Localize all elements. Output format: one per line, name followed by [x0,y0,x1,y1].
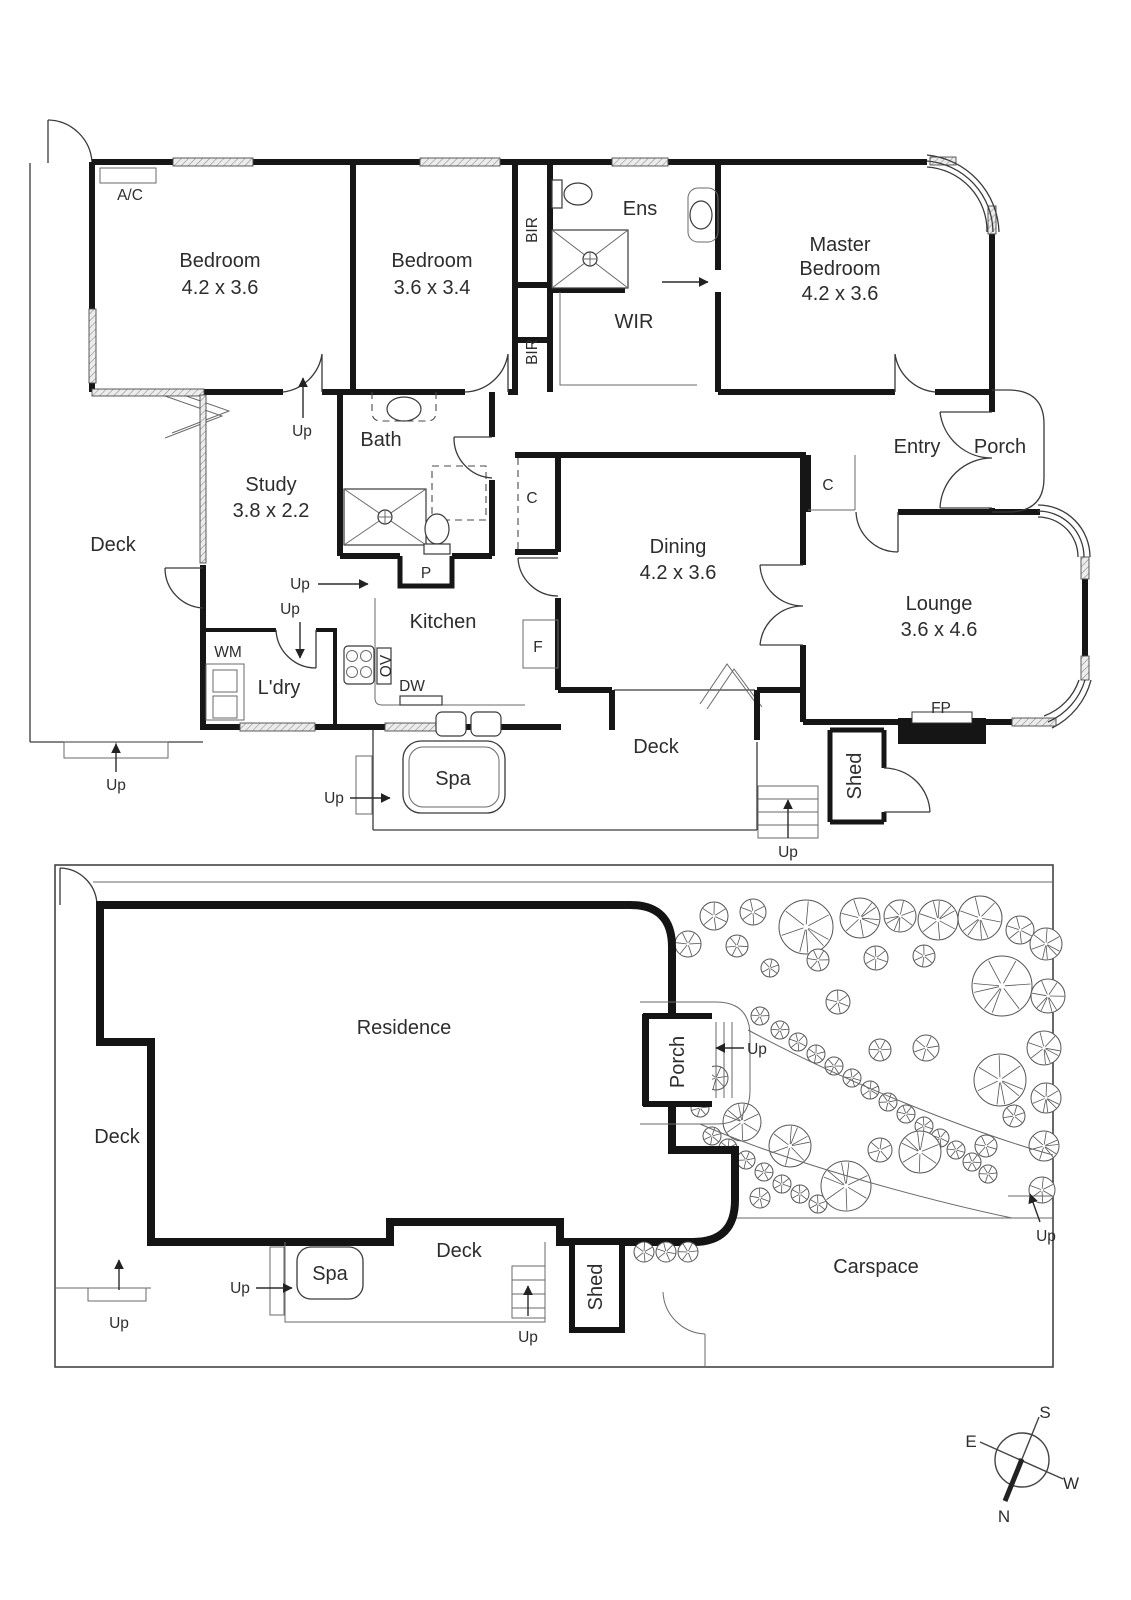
site-porch-label: Porch [667,1036,689,1088]
up-kitchen1-label: Up [290,576,310,593]
master-label-2: Bedroom [799,258,880,280]
compass-e: E [965,1432,976,1451]
ldry-label: L'dry [258,677,301,699]
site-spa-label: Spa [312,1263,348,1285]
compass-icon: S E W N [965,1403,1079,1526]
site-deck-up-label: Up [109,1315,129,1332]
deck-outline [29,119,758,831]
up-hall-label: Up [292,423,312,440]
lounge-label: Lounge [906,593,973,615]
bushes [633,1241,699,1263]
site-deck-left-label: Deck [94,1126,141,1148]
ensuite-fixtures [551,179,719,386]
f-label: F [533,639,542,656]
upper-floorplan: Bedroom 4.2 x 3.6 Bedroom 3.6 x 3.4 Mast… [29,119,1092,861]
up-stairs-label: Up [778,844,798,861]
c-hall-label: C [526,490,537,507]
dw-label: DW [399,678,425,695]
deck-gate-door [47,119,93,163]
ac-unit [99,167,157,184]
garden-trees [674,895,1066,1214]
dining-label: Dining [650,536,707,558]
bay-windows [926,154,1092,729]
p-label: P [421,565,431,582]
site-left-deck [55,1259,151,1302]
deck-upper-left-label: Deck [90,534,137,556]
bedroom1-dims: 4.2 x 3.6 [182,277,259,299]
compass-n: N [998,1507,1010,1526]
up-deck-left-label: Up [106,777,126,794]
bedroom1-label: Bedroom [179,250,260,272]
compass-w: W [1063,1474,1079,1493]
garden-up-label: Up [1036,1228,1056,1245]
site-shed-label: Shed [585,1264,607,1311]
c-entry-label: C [822,477,833,494]
bir2-label: BIR [524,339,541,365]
site-stairs-up-label: Up [518,1329,538,1346]
dining-dims: 4.2 x 3.6 [640,562,717,584]
doors [164,353,993,813]
ens-label: Ens [623,198,657,220]
bedroom2-dims: 3.6 x 3.4 [394,277,471,299]
compass-s: S [1039,1403,1050,1422]
bath-label: Bath [360,429,401,451]
site-lower-deck [256,1242,546,1323]
porch-outline [992,389,1045,513]
site-porch [640,1001,751,1125]
porch-upper-label: Porch [974,436,1026,458]
site-shed [569,1239,625,1333]
site-spa-up-label: Up [230,1280,250,1297]
site-porch-up-label: Up [747,1041,767,1058]
site-gate-door [59,867,98,906]
spa-upper-label: Spa [435,768,471,790]
entry-label: Entry [894,436,941,458]
fireplace [898,711,986,744]
fp-label: FP [931,700,951,717]
study-dims: 3.8 x 2.2 [233,500,310,522]
bir1-label: BIR [524,217,541,243]
bath-fixtures [343,392,487,555]
master-label-1: Master [809,234,870,256]
study-label: Study [245,474,296,496]
up-arrows [111,377,793,838]
site-deck-lower-label: Deck [436,1240,483,1262]
ac-label: A/C [117,187,143,204]
up-spa-label: Up [324,790,344,807]
master-dims: 4.2 x 3.6 [802,283,879,305]
residence-label: Residence [357,1017,452,1039]
deck-dining-label: Deck [633,736,680,758]
residence-outline [96,901,739,1246]
bedroom2-label: Bedroom [391,250,472,272]
shed-upper-label: Shed [844,753,866,800]
kitchen-fixtures [99,167,559,737]
garden-up-arrow [1028,1193,1041,1223]
up-kitchen2-label: Up [280,601,300,618]
site-plan: Residence Porch Up Deck Deck Spa Shed Ca… [54,864,1066,1368]
lounge-dims: 3.6 x 4.6 [901,619,978,641]
wir-label: WIR [615,311,654,333]
walls [89,159,1088,825]
ov-label: OV [378,654,395,677]
carspace-label: Carspace [833,1256,919,1278]
driveway-path [690,1029,1054,1219]
kitchen-label: Kitchen [410,611,477,633]
carspace-gate [662,1291,706,1367]
break-symbols [164,390,763,710]
wm-label: WM [214,644,242,661]
